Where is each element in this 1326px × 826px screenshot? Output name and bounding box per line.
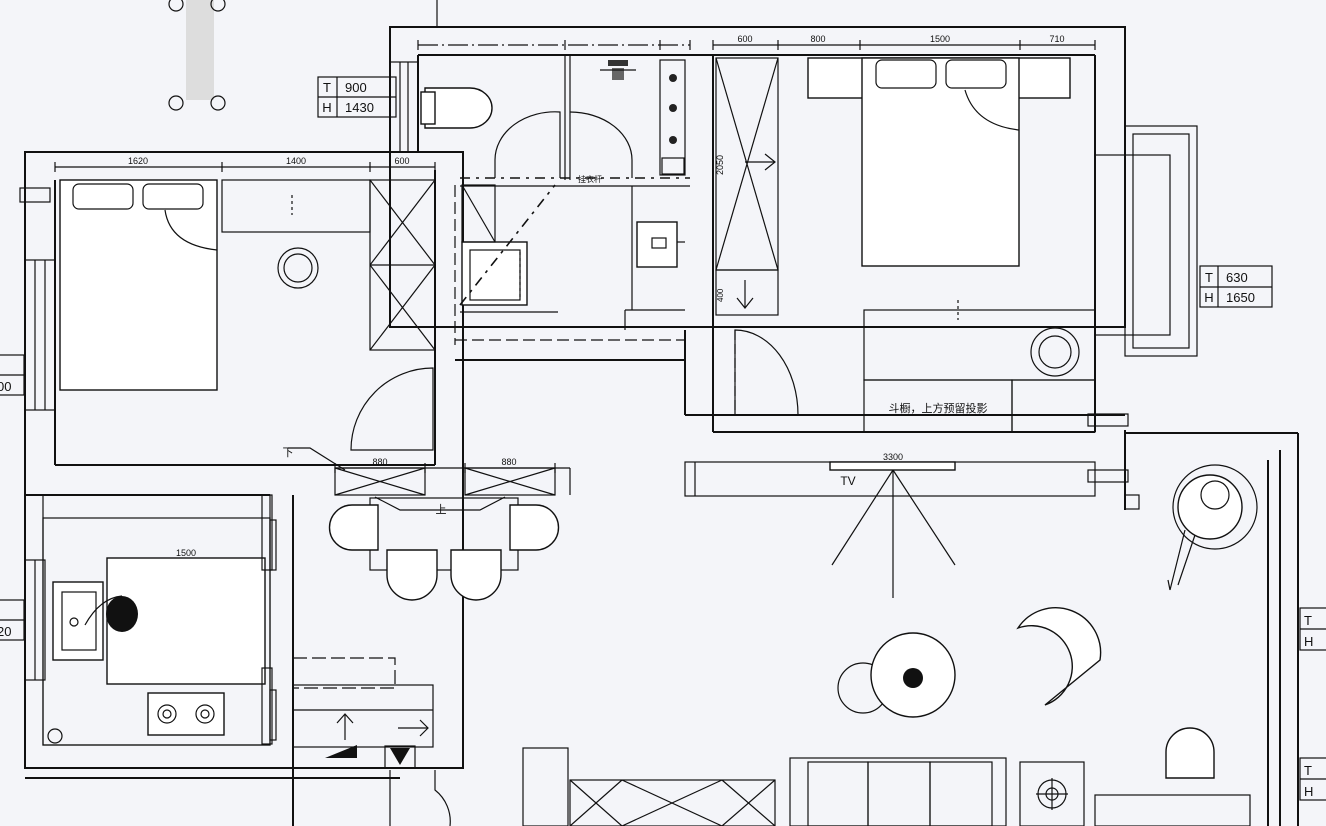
bathroom: 挂衣杆: [417, 40, 691, 345]
spec-2-t-label: T: [1205, 270, 1213, 285]
pillow: [945, 59, 1007, 89]
spec-1-t-value: 900: [345, 80, 367, 95]
window-right-bay: [1094, 125, 1198, 357]
left-bed: [59, 179, 218, 391]
stove: [147, 692, 225, 736]
dim-left-bedroom-1: 1620: [128, 156, 148, 166]
dim-left-bedroom-3: 600: [394, 156, 409, 166]
label-down: 下: [283, 447, 294, 459]
wall-stub: [19, 187, 51, 203]
lounge-chair-person: [1167, 464, 1258, 591]
window-left-upper: [24, 259, 56, 411]
bottom-cabinet: [569, 779, 776, 826]
right-bedroom: 600 800 1500 710 2050 400 斗橱，上方预留投影: [712, 34, 1129, 433]
dim-kitchen-table: 1500: [176, 548, 196, 558]
stool: [1165, 727, 1215, 779]
floor-lamp: [1019, 761, 1085, 826]
tv-label: TV: [840, 474, 855, 488]
right-bed: [861, 57, 1020, 267]
closet-note: 斗橱，上方预留投影: [889, 401, 988, 415]
faucet-icon: [69, 617, 79, 627]
person-icon: [106, 596, 138, 632]
burner-icon: [195, 704, 215, 724]
knob: [669, 104, 677, 112]
dim-right-bedroom-2: 800: [810, 34, 825, 44]
dining-chair: [386, 549, 438, 601]
washing-machine: [461, 241, 528, 306]
chair: [1030, 327, 1080, 377]
pillow: [142, 183, 204, 210]
left-bedroom: 1620 1400 600: [54, 156, 436, 451]
spec-2-t-value: 630: [1226, 270, 1248, 285]
dim-tv-wall: 3300: [883, 452, 903, 462]
edge-right-2-h: H: [1304, 784, 1313, 799]
accent-chair: [1016, 607, 1102, 706]
dining-chair: [509, 504, 560, 551]
window-left-lower: [24, 559, 46, 681]
spec-1-h-label: H: [322, 100, 331, 115]
bed-blanket: [164, 209, 218, 251]
projection-line: [892, 469, 956, 566]
edge-right-2-t: T: [1304, 763, 1312, 778]
window-spec-2: T 630 H 1650: [1199, 265, 1273, 308]
edge-right-1-t: T: [1304, 613, 1312, 628]
chair: [277, 247, 319, 289]
shelf-note: 挂衣杆: [578, 174, 602, 184]
dim-wardrobe-small: 400: [716, 288, 725, 302]
left-bedroom-door: [350, 367, 434, 451]
dining-area: [328, 497, 560, 601]
spec-1-t-label: T: [323, 80, 331, 95]
dim-right-bedroom-4: 710: [1049, 34, 1064, 44]
dining-chair: [328, 504, 379, 551]
sofa: [789, 757, 1007, 826]
label-up: 上: [436, 503, 447, 516]
bathroom-arch-door: [569, 111, 633, 178]
right-bedroom-door: [734, 329, 799, 416]
bathroom-sink: [636, 221, 678, 268]
top-fixture: [168, 0, 226, 111]
window-top-small: [389, 61, 419, 153]
dim-left-bedroom-2: 1400: [286, 156, 306, 166]
dim-wardrobe-height: 2050: [715, 155, 725, 175]
toilet: [424, 87, 493, 129]
edge-left-upper-text: 00: [0, 379, 11, 394]
dim-right-bedroom-1: 600: [737, 34, 752, 44]
spec-1-h-value: 1430: [345, 100, 374, 115]
stair-area: 880 880 下 上: [283, 447, 571, 516]
plant-icon: [903, 668, 923, 688]
dresser: [863, 309, 1096, 381]
knob: [669, 136, 677, 144]
dim-stair-1: 880: [372, 457, 387, 467]
bathroom-arch-door: [494, 111, 561, 178]
living-room: 3300 TV: [389, 452, 1258, 826]
dim-right-bedroom-3: 1500: [930, 34, 950, 44]
bed-blanket: [964, 89, 1020, 131]
window-spec-1: T 900 H 1430: [317, 76, 397, 118]
shower-head-icon: [600, 60, 636, 80]
kitchen: 1500: [42, 494, 434, 769]
edge-spec-right-1: T H: [1299, 607, 1326, 651]
edge-left-lower-text: 20: [0, 624, 11, 639]
pillow: [72, 183, 134, 210]
down-arrow: [288, 447, 346, 471]
spec-2-h-value: 1650: [1226, 290, 1255, 305]
up-arrow: [374, 496, 506, 511]
knob: [669, 74, 677, 82]
dim-stair-2: 880: [501, 457, 516, 467]
dining-chair: [450, 549, 502, 601]
edge-right-1-h: H: [1304, 634, 1313, 649]
spec-2-h-label: H: [1204, 290, 1213, 305]
burner-icon: [157, 704, 177, 724]
edge-spec-left-lower: 20: [0, 599, 25, 641]
desk: [221, 179, 371, 233]
edge-spec-right-2: T H: [1299, 757, 1326, 801]
edge-spec-left-upper: 00: [0, 354, 25, 396]
pillow: [875, 59, 937, 89]
projection-line: [831, 469, 894, 566]
